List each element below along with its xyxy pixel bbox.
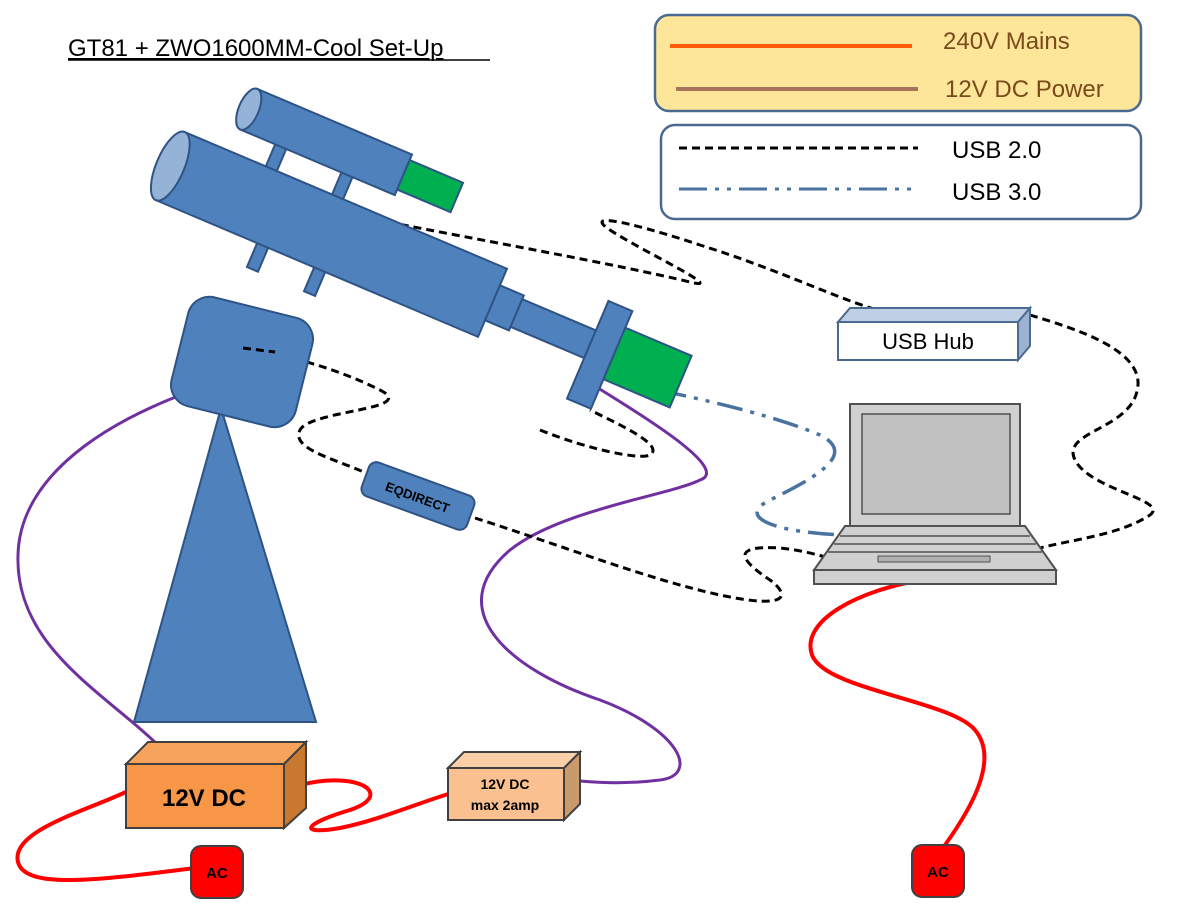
cable-eqdirect-laptop	[474, 516, 836, 603]
main-objective	[149, 130, 191, 202]
psu-main: 12V DC	[123, 739, 309, 831]
usb-hub-top	[835, 307, 1033, 323]
psu-main-front	[125, 763, 285, 829]
main-camera	[602, 326, 693, 409]
laptop-screen	[861, 413, 1011, 515]
mount-head	[170, 295, 314, 429]
cable-camera-power	[480, 386, 708, 785]
legend-usb: USB 2.0 USB 3.0	[659, 123, 1143, 221]
psu-main-top	[123, 741, 309, 765]
ac-plug-right-body	[911, 844, 965, 898]
cable-camera-usb3	[603, 376, 856, 537]
psu-small-front	[447, 767, 565, 821]
usb-hub-label: USB Hub	[882, 329, 974, 354]
ac-plug-right-label: AC	[927, 864, 949, 881]
usb-hub-front	[837, 321, 1019, 361]
legend-usb3-label: USB 3.0	[952, 179, 1041, 206]
guide-camera	[395, 158, 465, 214]
eqdirect-body	[360, 461, 476, 531]
psu-main-label: 12V DC	[162, 785, 246, 812]
cable-hub-laptop	[1029, 313, 1155, 550]
psu-small-label-line1: 12V DC	[480, 776, 529, 792]
cable-guidecam-hub	[387, 219, 879, 312]
cable-laptop-ac-right	[808, 578, 987, 847]
laptop-keyboard-deck	[812, 525, 1058, 571]
ac-plug-left-body	[190, 845, 244, 899]
laptop-spacebar	[877, 555, 991, 563]
tripod-pier	[132, 404, 318, 723]
legend-dc-label: 12V DC Power	[945, 76, 1104, 103]
mount-cable-stub	[242, 346, 276, 354]
psu-small: 12V DC max 2amp	[445, 749, 583, 823]
legend-power: 240V Mains 12V DC Power	[653, 13, 1143, 113]
psu-small-top	[445, 751, 583, 769]
ac-plug-left-label: AC	[206, 865, 228, 882]
guide-scope-lens	[235, 87, 263, 131]
laptop-base	[813, 569, 1057, 585]
draw-tube	[509, 297, 598, 360]
cable-psu-ac-left	[15, 788, 196, 883]
usb-hub: USB Hub	[835, 305, 1033, 363]
diagram-title: GT81 + ZWO1600MM-Cool Set-Up	[68, 35, 443, 62]
ac-plug-left: AC	[190, 845, 244, 899]
cable-focuser-loop	[539, 408, 655, 458]
legend-usb2-label: USB 2.0	[952, 137, 1041, 164]
cable-psu-to-psu	[299, 778, 456, 833]
psu-small-label-line2: max 2amp	[471, 797, 539, 813]
cable-mount-power	[16, 376, 233, 754]
legend-usb-box	[659, 123, 1143, 221]
eqdirect-adapter: EQDIRECT	[360, 461, 476, 531]
laptop	[812, 403, 1058, 585]
ac-plug-right: AC	[911, 844, 965, 898]
telescope	[149, 87, 693, 411]
legend-mains-label: 240V Mains	[943, 28, 1070, 55]
cable-mount-eqdirect	[242, 346, 391, 477]
